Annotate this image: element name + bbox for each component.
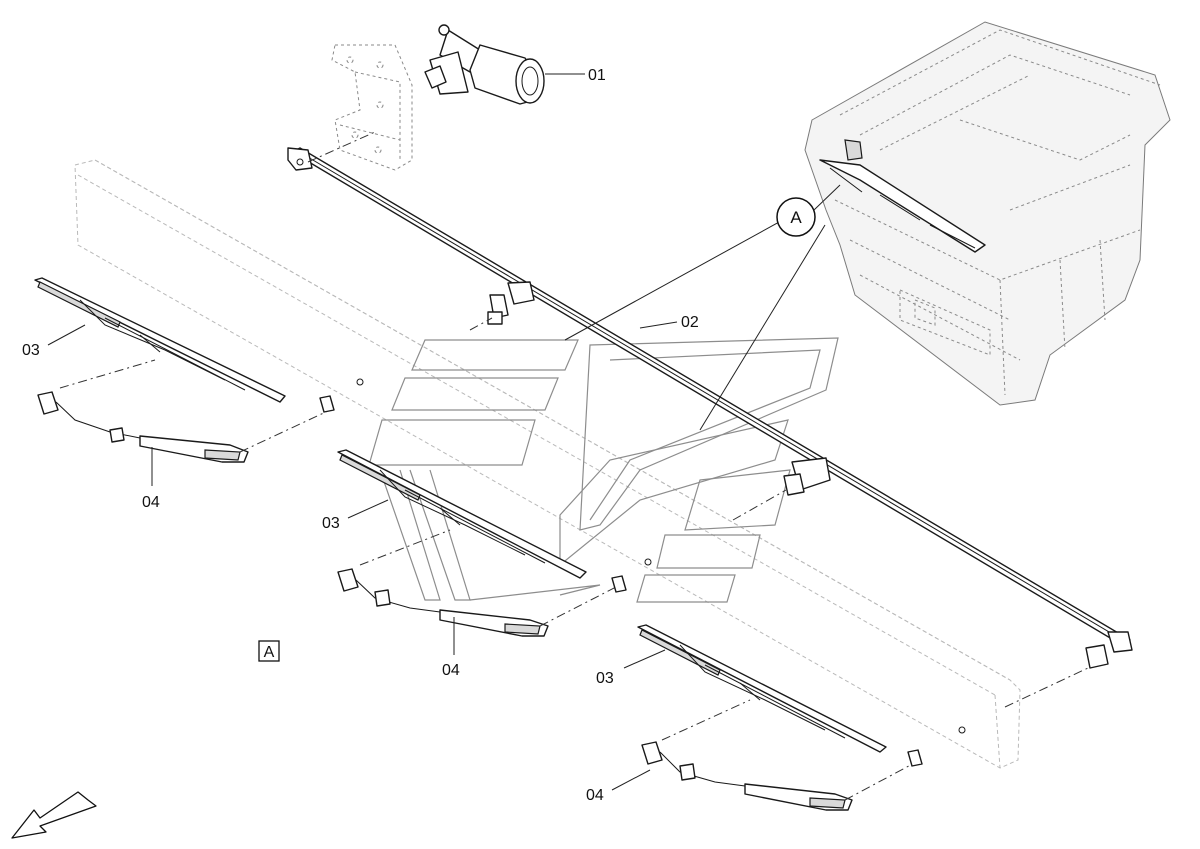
detail-circle-label: A bbox=[790, 208, 802, 227]
clip-left bbox=[319, 378, 364, 413]
callout-03-right: 03 bbox=[596, 670, 614, 687]
clip-center bbox=[611, 558, 652, 593]
mounting-bracket bbox=[331, 44, 413, 171]
view-label-box: A bbox=[258, 640, 280, 662]
wiper-motor bbox=[424, 24, 545, 105]
callout-01: 01 bbox=[588, 67, 606, 84]
view-label-text: A bbox=[264, 644, 275, 661]
callout-04-right: 04 bbox=[586, 787, 604, 804]
wiper-blade-right bbox=[637, 624, 887, 753]
callout-03-left: 03 bbox=[22, 342, 40, 359]
callout-03-center: 03 bbox=[322, 515, 340, 532]
wiper-linkage bbox=[287, 131, 1133, 708]
wiper-arm-right bbox=[641, 741, 853, 811]
windshield-ghost bbox=[74, 159, 1021, 769]
callout-04-center: 04 bbox=[442, 662, 460, 679]
wiper-arm-center bbox=[337, 568, 549, 637]
cab-module bbox=[804, 21, 1171, 406]
direction-arrow-icon bbox=[11, 791, 97, 839]
detail-callout-circle: A bbox=[776, 184, 841, 237]
watermark-logo bbox=[368, 337, 839, 603]
clip-right bbox=[907, 726, 966, 767]
wiper-blade-left bbox=[34, 277, 286, 403]
callout-02: 02 bbox=[681, 314, 699, 331]
callout-04-left: 04 bbox=[142, 494, 160, 511]
wiper-arm-left bbox=[37, 391, 249, 463]
wiper-blade-center bbox=[337, 449, 587, 579]
